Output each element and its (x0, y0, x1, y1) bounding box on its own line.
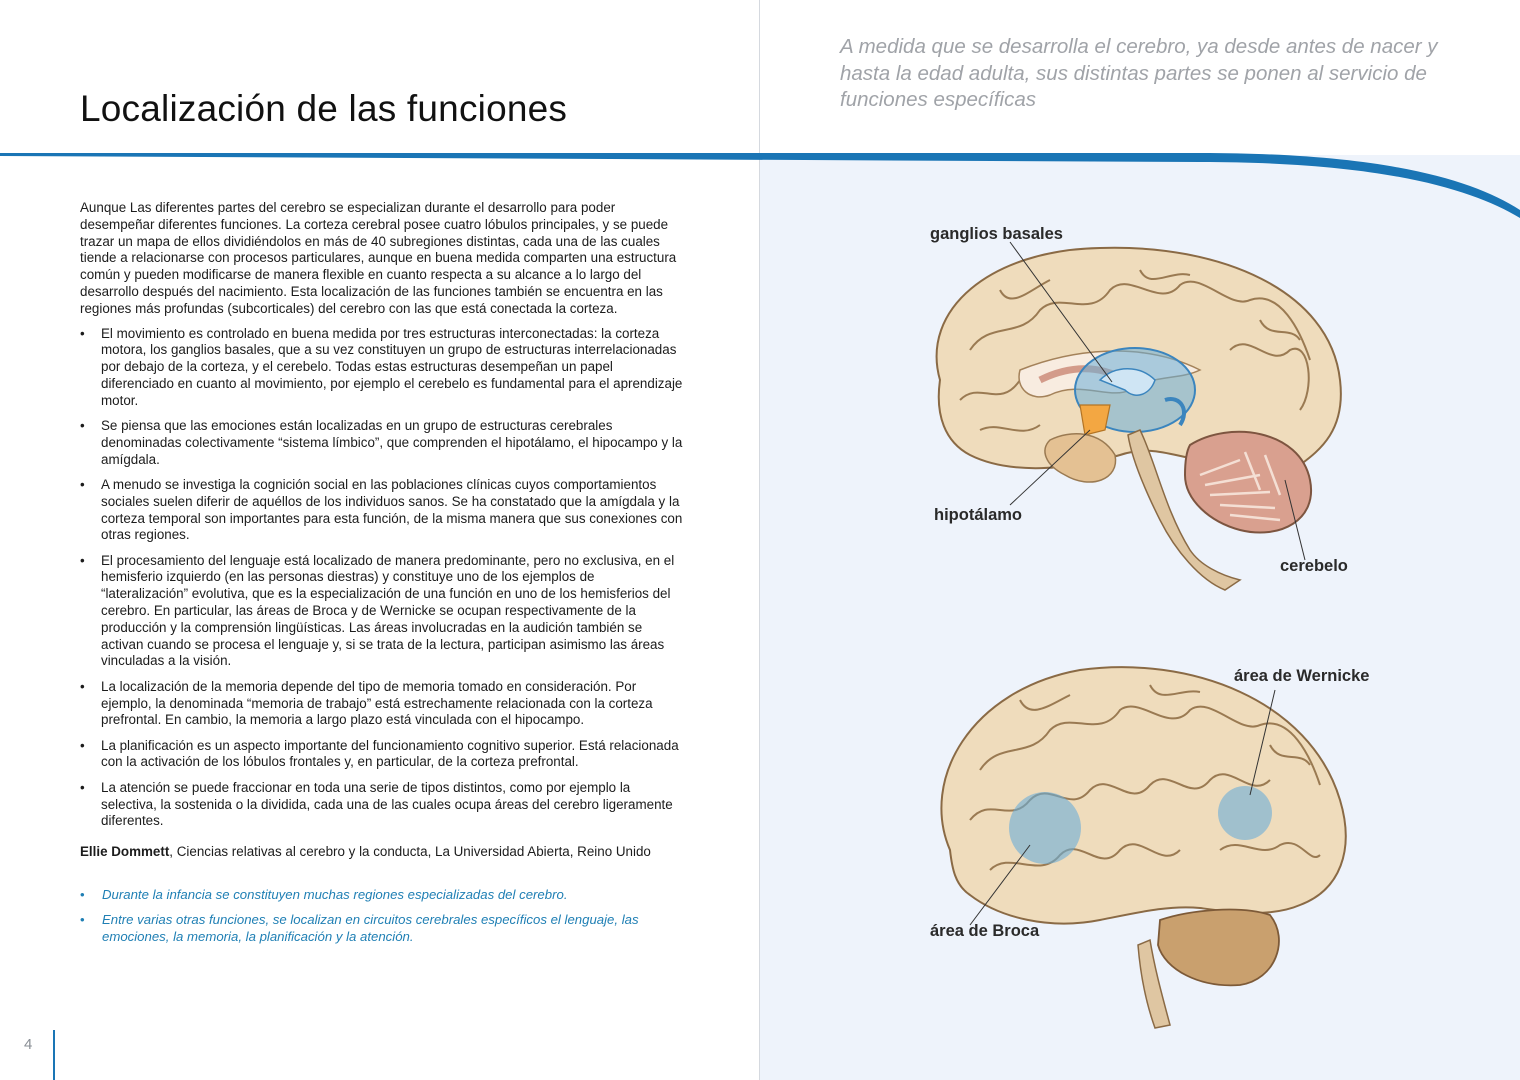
bullet-icon: • (80, 325, 85, 341)
bullet-icon: • (80, 737, 85, 753)
bullet-icon: • (80, 887, 85, 902)
page-title: Localización de las funciones (80, 88, 568, 129)
bullet-icon: • (80, 418, 85, 434)
page-number: 4 (24, 1036, 33, 1053)
author-credit: Ellie Dommett, Ciencias relativas al cer… (80, 844, 651, 859)
intro-paragraph: Aunque Las diferentes partes del cerebro… (80, 200, 677, 316)
page-number-rule (53, 1030, 55, 1080)
bullet-icon: • (80, 912, 85, 927)
brain-sagittal-illustration (935, 241, 1342, 591)
list-item: •El procesamiento del lenguaje está loca… (80, 552, 675, 669)
author-affiliation: , Ciencias relativas al cerebro y la con… (169, 844, 651, 859)
brain-lateral-illustration (940, 666, 1347, 1029)
label-area-wernicke: área de Wernicke (1234, 667, 1370, 685)
main-article: Aunque Las diferentes partes del cerebro… (80, 200, 685, 839)
label-area-broca: área de Broca (930, 922, 1040, 940)
list-item: •El movimiento es controlado en buena me… (80, 325, 683, 408)
bullet-icon: • (80, 552, 85, 568)
list-item: •La localización de la memoria depende d… (80, 678, 653, 728)
list-item: •Se piensa que las emociones están local… (80, 418, 683, 467)
page-spread-divider (759, 0, 760, 1080)
summary-list: •Durante la infancia se constituyen much… (80, 886, 680, 953)
bullet-icon: • (80, 779, 85, 795)
function-list: •El movimiento es controlado en buena me… (80, 326, 685, 831)
summary-item: •Durante la infancia se constituyen much… (80, 887, 568, 902)
author-name: Ellie Dommett (80, 844, 170, 859)
bullet-icon: • (80, 476, 85, 492)
label-cerebelo: cerebelo (1280, 557, 1348, 575)
list-item: •A menudo se investiga la cognición soci… (80, 476, 683, 543)
intro-quote: A medida que se desarrolla el cerebro, y… (840, 35, 1438, 111)
list-item: •La atención se puede fraccionar en toda… (80, 779, 673, 829)
bullet-icon: • (80, 678, 85, 694)
list-item: •La planificación es un aspecto importan… (80, 737, 679, 770)
summary-item: •Entre varias otras funciones, se locali… (80, 912, 639, 944)
label-ganglios-basales: ganglios basales (930, 225, 1063, 243)
label-hipotalamo: hipotálamo (934, 506, 1023, 524)
